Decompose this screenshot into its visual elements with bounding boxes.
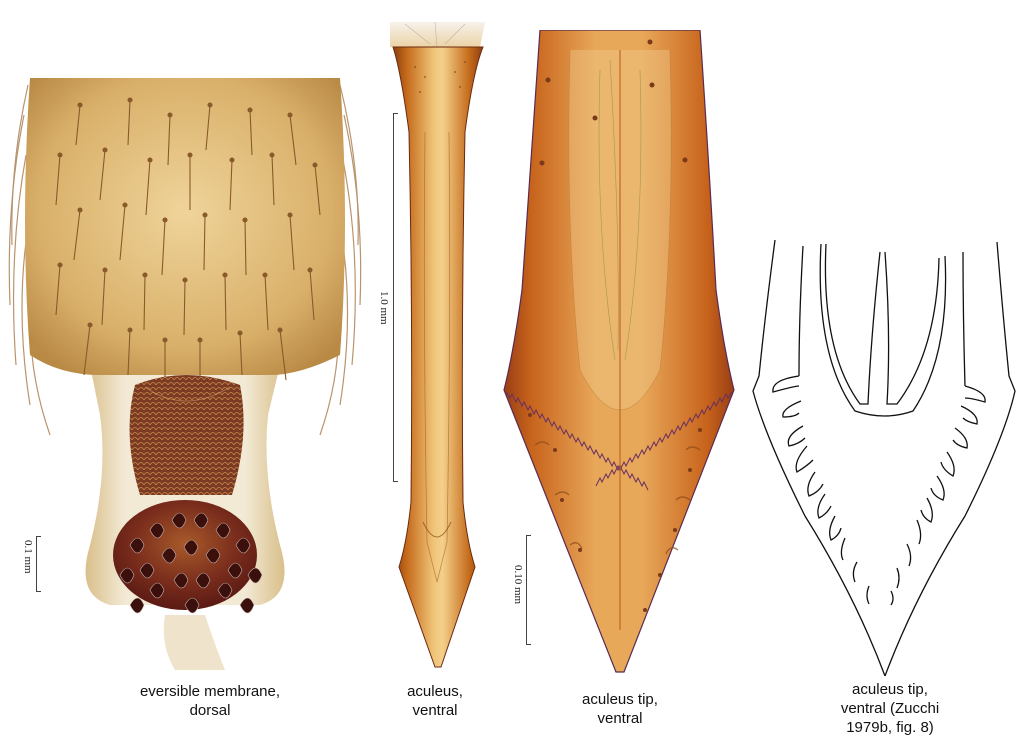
caption-eversible-membrane: eversible membrane, dorsal	[139, 683, 281, 719]
caption-aculeus: aculeus, ventral	[407, 683, 463, 719]
eversible-membrane-image	[0, 75, 370, 670]
scale-bar-label: 0.1 mm	[22, 540, 34, 574]
aculeus-tip-drawing	[745, 236, 1024, 676]
caption-aculeus-tip-drawing: aculeus tip, ventral (Zucchi 1979b, fig.…	[840, 681, 940, 736]
scale-bar-label: 0.10 mm	[512, 565, 524, 605]
scale-bar-label: 1.0 mm	[378, 291, 390, 325]
aculeus-image	[385, 22, 490, 672]
aculeus-tip-image	[500, 30, 740, 675]
caption-aculeus-tip: aculeus tip, ventral	[582, 691, 658, 727]
